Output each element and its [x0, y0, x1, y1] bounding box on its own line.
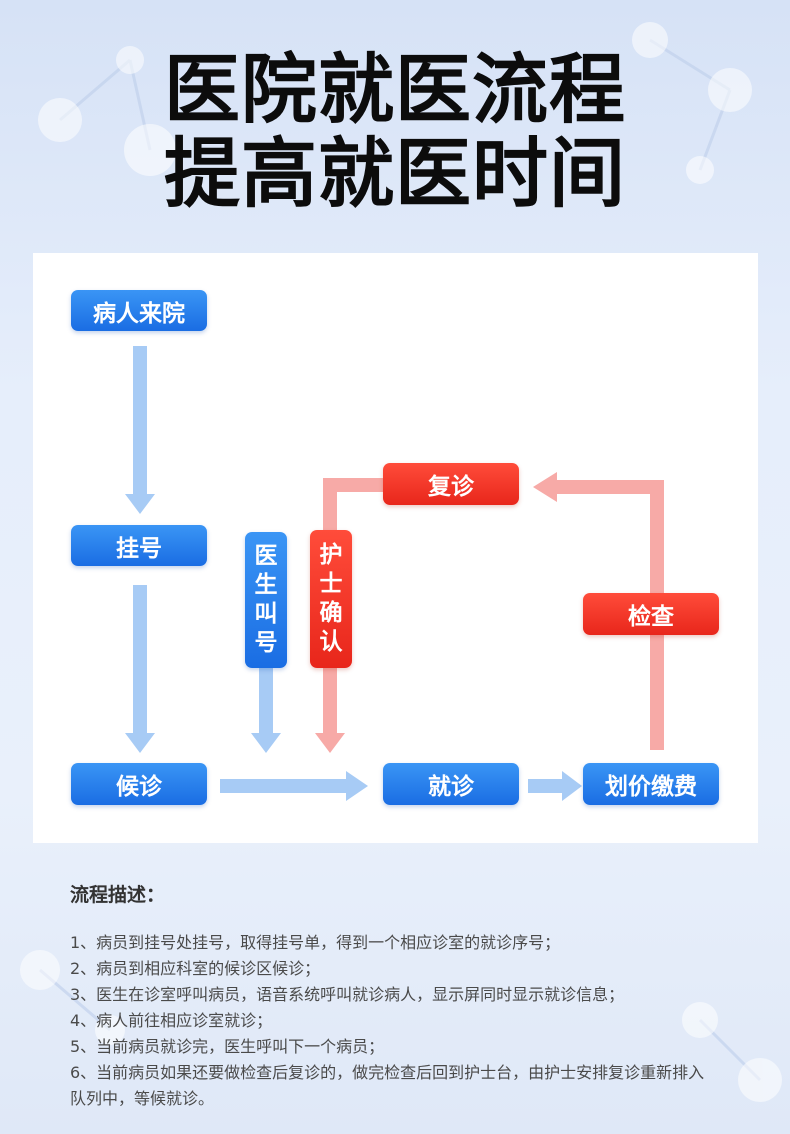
arrow-arrive-to-register	[125, 346, 155, 514]
description-item: 1、病员到挂号处挂号，取得挂号单，得到一个相应诊室的就诊序号；	[70, 930, 720, 956]
node-consultation: 就诊	[383, 763, 519, 805]
node-nurse-confirm: 护 士 确 认	[310, 530, 352, 668]
node-doctor-call-char: 叫	[255, 600, 278, 629]
node-nurse-confirm-char: 士	[320, 570, 343, 599]
arrow-waiting-to-consultation	[220, 771, 368, 801]
description-list: 1、病员到挂号处挂号，取得挂号单，得到一个相应诊室的就诊序号； 2、病员到相应科…	[70, 930, 720, 1112]
arrow-register-to-waiting	[125, 585, 155, 753]
description-item: 5、当前病员就诊完，医生呼叫下一个病员；	[70, 1034, 720, 1060]
arrow-doctor-call-down	[251, 668, 281, 753]
node-register: 挂号	[71, 525, 207, 566]
node-examination: 检查	[583, 593, 719, 635]
node-doctor-call-char: 生	[255, 571, 278, 600]
description-item: 2、病员到相应科室的候诊区候诊；	[70, 956, 720, 982]
node-nurse-confirm-char: 确	[320, 599, 343, 628]
description-heading: 流程描述：	[70, 880, 165, 907]
description-item: 3、医生在诊室呼叫病员，语音系统呼叫就诊病人，显示屏同时显示就诊信息；	[70, 982, 720, 1008]
node-nurse-confirm-char: 护	[320, 541, 343, 570]
node-revisit: 复诊	[383, 463, 519, 505]
node-doctor-call: 医 生 叫 号	[245, 532, 287, 668]
node-nurse-confirm-char: 认	[320, 628, 343, 657]
node-doctor-call-char: 号	[255, 629, 278, 658]
node-patient-arrive: 病人来院	[71, 290, 207, 331]
node-doctor-call-char: 医	[255, 542, 278, 571]
description-item: 4、病人前往相应诊室就诊；	[70, 1008, 720, 1034]
node-billing: 划价缴费	[583, 763, 719, 805]
node-waiting: 候诊	[71, 763, 207, 805]
description-item: 6、当前病员如果还要做检查后复诊的，做完检查后回到护士台，由护士安排复诊重新排入…	[70, 1060, 720, 1112]
arrow-consultation-to-billing	[528, 771, 582, 801]
